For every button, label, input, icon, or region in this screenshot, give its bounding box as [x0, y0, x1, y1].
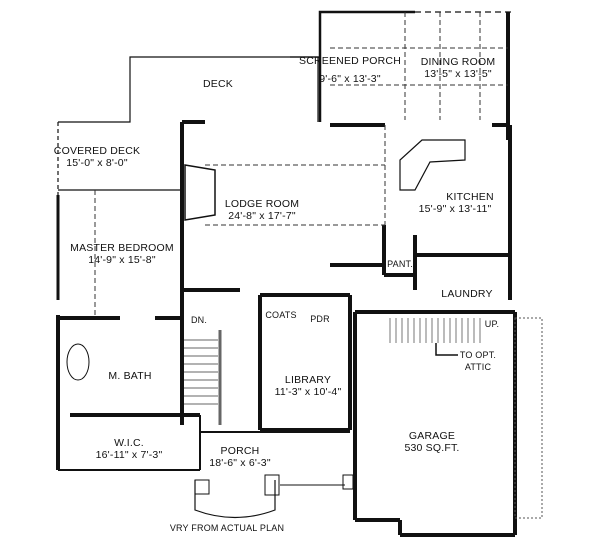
room-label-m-bath: M. BATH [108, 370, 152, 382]
disclaimer-note: VRY FROM ACTUAL PLAN [169, 523, 285, 533]
stairs-up-label: UP. [484, 319, 500, 329]
room-label-pantry: PANT. [387, 259, 413, 269]
deck-outline [58, 56, 319, 123]
room-label-laundry: LAUNDRY [441, 288, 493, 300]
room-label-deck: DECK [203, 78, 233, 90]
room-label-pdr: PDR [310, 314, 330, 324]
room-label-coats: COATS [265, 310, 297, 320]
stairs-down-label: DN. [190, 315, 208, 325]
room-label-wic: W.I.C.16'-11" x 7'-3" [95, 437, 163, 461]
attic-note: TO OPT.ATTIC [459, 350, 497, 372]
